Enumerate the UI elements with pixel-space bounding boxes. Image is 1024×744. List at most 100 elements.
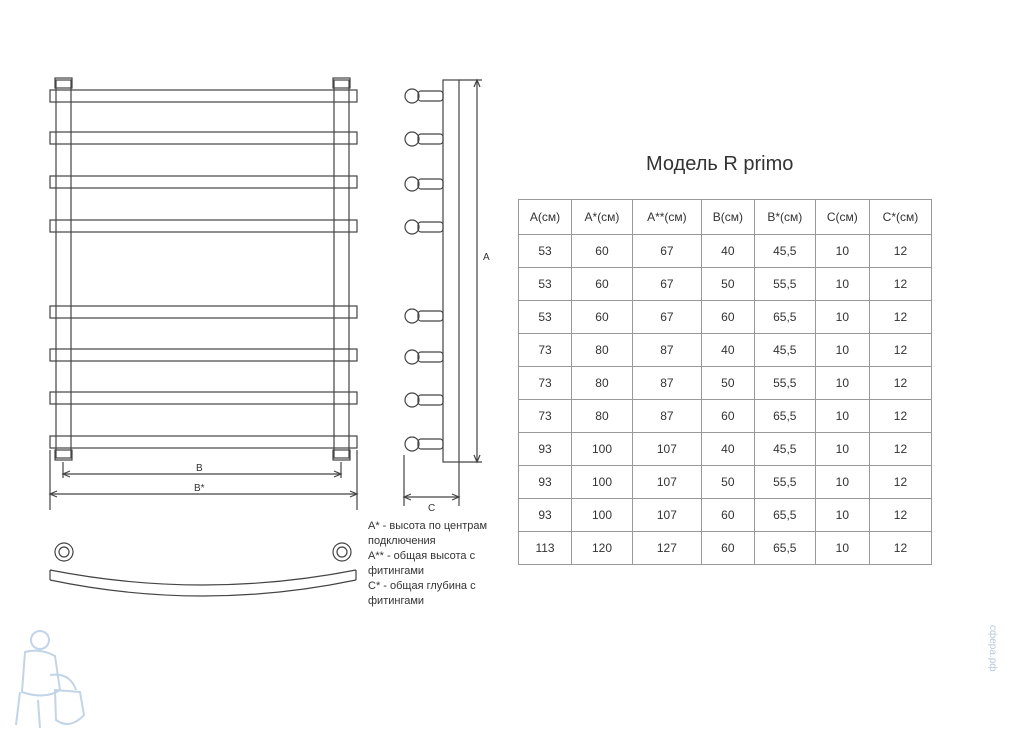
table-cell: 100 [571,432,633,466]
table-cell: 73 [517,333,573,367]
table-cell: 80 [571,333,633,367]
table-cell: 120 [571,531,633,565]
fitting-connector [417,351,444,363]
table-cell: 107 [631,498,702,532]
table-cell: 60 [571,234,633,268]
fitting-connector [417,133,444,145]
table-cell: 100 [571,498,633,532]
table-cell: 73 [517,366,573,400]
note-c-star: C* - общая глубина с фитингами [368,580,476,607]
dimensions-table: A(см)A*(см)A**(см)B(см)B*(см)C(см)C*(см)… [517,199,933,565]
column-header: B*(см) [753,199,816,235]
column-header: C*(см) [868,199,933,235]
table-cell: 50 [700,267,755,301]
table-cell: 60 [700,300,755,334]
dimension-label-c: C [428,503,436,514]
table-cell: 10 [814,498,870,532]
table-cell: 127 [631,531,702,565]
column-header: A*(см) [571,199,633,235]
table-cell: 107 [631,465,702,499]
fitting-connector [417,438,444,450]
table-cell: 107 [631,432,702,466]
table-cell: 53 [517,234,573,268]
table-cell: 45,5 [753,432,816,466]
table-cell: 80 [571,366,633,400]
table-cell: 10 [814,432,870,466]
table-cell: 53 [517,267,573,301]
table-cell: 60 [700,531,755,565]
table-cell: 10 [814,366,870,400]
table-cell: 60 [700,399,755,433]
table-cell: 40 [700,333,755,367]
top-view-drawing [49,542,357,597]
table-cell: 65,5 [753,498,816,532]
table-cell: 93 [517,432,573,466]
fitting-knob [404,176,420,192]
fitting-knob [404,392,420,408]
fitting-connector [417,178,444,190]
table-cell: 12 [868,399,933,433]
note-a-double-star: A** - общая высота с фитингами [368,550,476,577]
table-cell: 55,5 [753,267,816,301]
table-cell: 10 [814,531,870,565]
column-header: C(см) [814,199,870,235]
fitting-connector [417,310,444,322]
table-header-row: A(см)A*(см)A**(см)B(см)B*(см)C(см)C*(см) [517,199,933,235]
table-cell: 10 [814,399,870,433]
table-cell: 12 [868,300,933,334]
table-cell: 12 [868,366,933,400]
fitting-connector [417,394,444,406]
table-cell: 45,5 [753,234,816,268]
table-cell: 12 [868,498,933,532]
table-cell: 10 [814,300,870,334]
table-cell: 65,5 [753,531,816,565]
table-cell: 113 [517,531,573,565]
fitting-knob [404,219,420,235]
fitting-knob [404,349,420,365]
table-cell: 10 [814,333,870,367]
table-cell: 45,5 [753,333,816,367]
table-cell: 93 [517,465,573,499]
fitting-knob [404,308,420,324]
dimension-label-b-star: B* [194,483,205,494]
table-cell: 12 [868,333,933,367]
table-cell: 40 [700,432,755,466]
table-cell: 12 [868,267,933,301]
table-cell: 60 [700,498,755,532]
note-a-star: A* - высота по центрам подключения [368,520,488,547]
fitting-knob [404,131,420,147]
dimension-label-b: B [196,463,203,474]
site-watermark: сфера.рф [987,625,998,672]
table-cell: 67 [631,300,702,334]
table-cell: 50 [700,465,755,499]
table-cell: 12 [868,432,933,466]
column-header: A**(см) [631,199,702,235]
table-cell: 87 [631,366,702,400]
dimension-label-a: A [483,252,490,263]
plumber-mascot-watermark [15,630,86,729]
table-cell: 60 [571,267,633,301]
table-cell: 10 [814,234,870,268]
side-view-drawing [402,78,482,506]
table-cell: 10 [814,465,870,499]
fitting-knob [404,436,420,452]
table-cell: 80 [571,399,633,433]
table-cell: 53 [517,300,573,334]
table-cell: 12 [868,531,933,565]
table-cell: 65,5 [753,399,816,433]
table-cell: 55,5 [753,366,816,400]
table-cell: 12 [868,234,933,268]
fitting-knob [404,88,420,104]
table-cell: 67 [631,234,702,268]
table-cell: 87 [631,399,702,433]
